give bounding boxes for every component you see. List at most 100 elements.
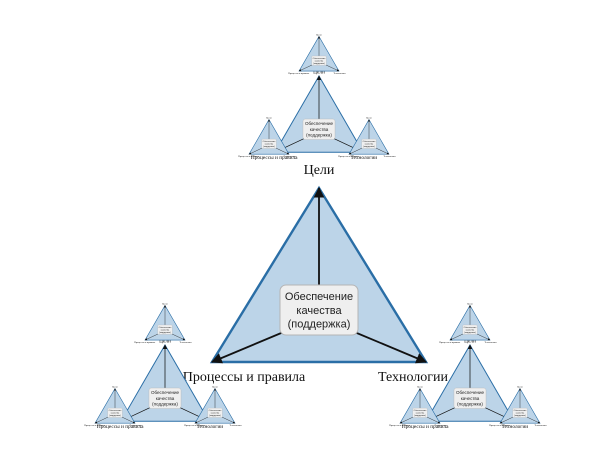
left-cluster-tiny-top-triangle-unit: Обеспечениекачества(поддержка)ЦелиПроцес… <box>134 302 192 344</box>
top-cluster-tiny-top-label-processes: Процессы и правила <box>288 72 310 75</box>
left-cluster-mid-center-text-line-3: (поддержка) <box>152 402 178 407</box>
left-cluster-tiny-top-center-box-background <box>157 324 173 335</box>
left-cluster-tiny-top-arrow-to-technology <box>171 333 186 341</box>
right-cluster-tiny-left-center-box-background <box>412 407 428 418</box>
right-cluster-tiny-right-triangle-unit: Обеспечениекачества(поддержка)ЦелиПроцес… <box>489 385 547 427</box>
right-cluster-tiny-top-center-box-background <box>462 324 478 335</box>
top-cluster-tiny-left-label-goals: Цели <box>266 116 272 119</box>
top-cluster-tiny-top-center-text-line-2: качества <box>315 60 324 62</box>
left-cluster-tiny-top-center-text-line-3: (поддержка) <box>159 332 171 334</box>
left-cluster-tiny-left-label-technology: Технологии <box>129 424 142 427</box>
left-cluster-mid-label-technology: Технологии <box>196 424 223 430</box>
left-cluster-tiny-right-label-processes: Процессы и правила <box>184 424 206 427</box>
left-cluster-tiny-right-label-technology: Технологии <box>229 424 242 427</box>
main-label-technology: Технологии <box>378 370 449 385</box>
right-cluster-mid-label-processes: Процессы и правила <box>402 424 449 430</box>
main-label-processes: Процессы и правила <box>183 370 306 385</box>
main-center-box-background <box>279 284 359 336</box>
right-cluster-tiny-top-label-technology: Технологии <box>484 341 497 344</box>
top-cluster-tiny-left-arrow-to-processes <box>248 147 263 155</box>
right-cluster-tiny-left-center-text-line-2: качества <box>416 413 425 415</box>
right-cluster-mid-center-box-background <box>453 387 487 409</box>
right-cluster-mid-triangle-unit: Обеспечениекачества(поддержка)ЦелиПроцес… <box>402 339 528 430</box>
right-cluster-tiny-top-label-processes: Процессы и правила <box>439 341 461 344</box>
top-cluster-mid-label-technology: Технологии <box>350 155 377 161</box>
left-cluster-tiny-left-center-box-background <box>107 407 123 418</box>
main-arrow-to-processes <box>211 330 287 364</box>
top-cluster-mid-center-text-line-3: (поддержка) <box>306 133 332 138</box>
top-cluster-tiny-left-triangle-unit: Обеспечениекачества(поддержка)ЦелиПроцес… <box>238 116 296 158</box>
right-cluster-tiny-right-center-text-line-2: качества <box>516 413 525 415</box>
right-cluster-tiny-right-label-processes: Процессы и правила <box>489 424 511 427</box>
top-cluster-tiny-right-label-processes: Процессы и правила <box>338 155 360 158</box>
left-cluster-mid-center-text-line-2: качества <box>156 396 175 401</box>
left-cluster-tiny-left-center-text-line-2: качества <box>111 413 120 415</box>
top-cluster-tiny-right-center-text-line-2: качества <box>365 144 374 146</box>
left-cluster-tiny-top-center-text-line-2: качества <box>161 329 170 331</box>
right-cluster-mid-center-text-line-3: (поддержка) <box>457 402 483 407</box>
left-cluster-tiny-right-center-text-line-3: (поддержка) <box>209 415 221 417</box>
main-center-text-line-2: качества <box>296 305 342 317</box>
left-cluster-tiny-right-center-box-background <box>207 407 223 418</box>
main-center-text-line-3: (поддержка) <box>288 319 351 331</box>
left-cluster-tiny-left-arrow-to-technology <box>121 416 136 424</box>
right-cluster-tiny-top-arrow-to-technology <box>476 333 491 341</box>
top-cluster-tiny-top-center-text-line-1: Обеспечение <box>313 58 327 60</box>
right-cluster-mid-label-technology: Технологии <box>501 424 528 430</box>
top-cluster-tiny-right-arrow-to-processes <box>348 147 363 155</box>
top-cluster-tiny-left-arrow-to-technology <box>275 147 290 155</box>
right-cluster-tiny-left-label-goals: Цели <box>417 385 423 388</box>
top-cluster-tiny-top-arrow-to-processes <box>298 64 313 72</box>
left-cluster-mid-center-text-line-1: Обеспечение <box>151 390 180 395</box>
top-cluster-mid-label-goals: Цели <box>313 70 325 76</box>
right-cluster-tiny-right-arrow-to-technology <box>526 416 541 424</box>
left-cluster-mid-center-box-background <box>148 387 182 409</box>
main-label-goals: Цели <box>304 163 335 178</box>
right-cluster-tiny-left-center-text-line-1: Обеспечение <box>414 410 428 412</box>
top-cluster-tiny-top-center-box-background <box>311 55 327 66</box>
top-cluster-tiny-left-label-processes: Процессы и правила <box>238 155 260 158</box>
top-cluster-tiny-left-center-text-line-2: качества <box>265 144 274 146</box>
left-cluster-mid-label-goals: Цели <box>159 339 171 345</box>
top-cluster-tiny-top-arrow-to-technology <box>325 64 340 72</box>
right-cluster-tiny-right-arrow-to-processes <box>499 416 514 424</box>
top-cluster-tiny-right-arrow-to-technology <box>375 147 390 155</box>
top-cluster-tiny-top-label-technology: Технологии <box>333 72 346 75</box>
left-cluster-tiny-right-arrow-to-processes <box>194 416 209 424</box>
left-cluster-tiny-left-label-goals: Цели <box>112 385 118 388</box>
top-cluster-tiny-right-center-text-line-1: Обеспечение <box>363 141 377 143</box>
top-cluster-tiny-left-center-text-line-3: (поддержка) <box>263 146 275 148</box>
top-cluster-tiny-left-center-box-background <box>261 138 277 149</box>
left-cluster-tiny-right-center-text-line-2: качества <box>211 413 220 415</box>
left-cluster-mid-label-processes: Процессы и правила <box>97 424 144 430</box>
left-cluster-tiny-right-arrow-to-technology <box>221 416 236 424</box>
right-cluster-tiny-top-center-text-line-1: Обеспечение <box>464 327 478 329</box>
right-cluster-tiny-right-label-technology: Технологии <box>534 424 547 427</box>
left-cluster-tiny-left-label-processes: Процессы и правила <box>84 424 106 427</box>
top-cluster-tiny-right-label-technology: Технологии <box>383 155 396 158</box>
left-cluster-tiny-left-arrow-to-processes <box>94 416 109 424</box>
right-cluster-mid-label-goals: Цели <box>464 339 476 345</box>
right-cluster-tiny-right-center-text-line-1: Обеспечение <box>514 410 528 412</box>
right-cluster-tiny-right-center-text-line-3: (поддержка) <box>514 415 526 417</box>
right-cluster-tiny-left-arrow-to-technology <box>426 416 441 424</box>
left-cluster-tiny-top-center-text-line-1: Обеспечение <box>159 327 173 329</box>
right-cluster-tiny-top-label-goals: Цели <box>467 302 473 305</box>
top-cluster-tiny-top-center-text-line-3: (поддержка) <box>313 63 325 65</box>
top-cluster-tiny-right-label-goals: Цели <box>366 116 372 119</box>
left-cluster-tiny-right-triangle-unit: Обеспечениекачества(поддержка)ЦелиПроцес… <box>184 385 242 427</box>
